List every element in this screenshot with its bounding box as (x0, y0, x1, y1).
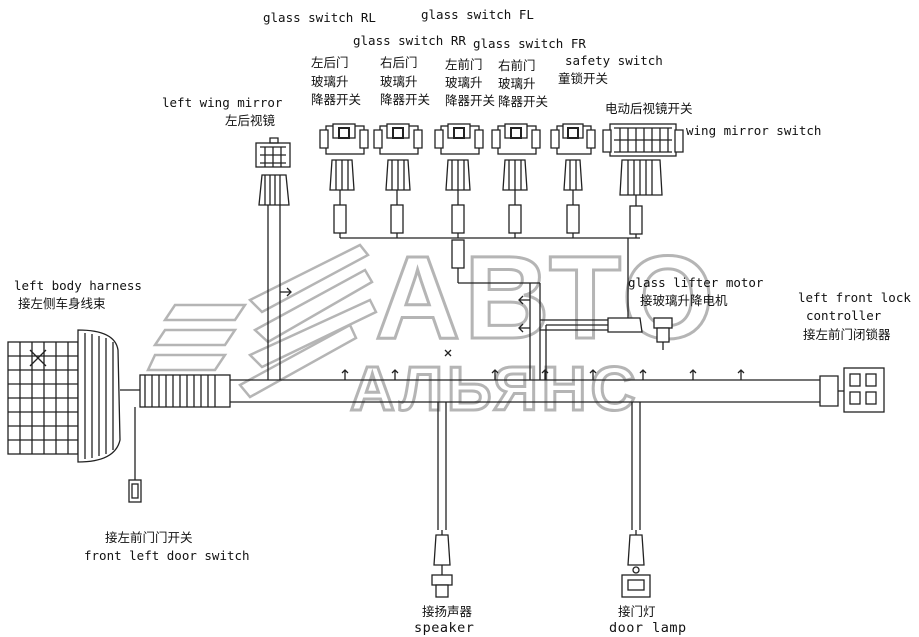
label-glass-switch-rl: glass switch RL (263, 10, 376, 25)
watermark: АВТО АЛЬЯНС (146, 231, 718, 426)
label-rl-cn-1: 左后门 (311, 55, 349, 70)
wires (7, 123, 885, 598)
label-glass-lifter-motor-cn: 接玻璃升降电机 (640, 293, 728, 308)
watermark-logo (146, 243, 378, 399)
label-front-left-door-switch-cn: 接左前门门开关 (105, 530, 193, 545)
label-rr-cn-1: 右后门 (380, 55, 418, 70)
label-left-body-harness: left body harness (14, 278, 142, 293)
switch-rl-connector (319, 123, 369, 234)
label-left-front-lock-1: left front lock (798, 290, 911, 305)
label-left-front-lock-2: controller (806, 308, 882, 323)
label-glass-lifter-motor: glass lifter motor (628, 275, 764, 290)
label-left-front-lock-cn: 接左前门闭锁器 (803, 327, 891, 342)
label-rl-cn-2: 玻璃升 (311, 74, 349, 89)
label-speaker-cn: 接扬声器 (422, 604, 473, 619)
label-front-left-door-switch: front left door switch (84, 548, 250, 563)
watermark-line1: АВТО (375, 232, 718, 364)
label-door-lamp-cn: 接门灯 (618, 604, 656, 619)
label-speaker: speaker (414, 620, 475, 636)
label-safety-switch: safety switch (565, 53, 663, 68)
switch-fr-connector (491, 123, 541, 234)
label-safety-switch-cn: 童锁开关 (558, 71, 609, 86)
label-left-wing-mirror: left wing mirror (162, 95, 283, 110)
label-left-body-harness-cn: 接左侧车身线束 (18, 296, 106, 311)
label-fr-cn-2: 玻璃升 (498, 76, 536, 91)
label-left-wing-mirror-cn: 左后视镜 (225, 113, 276, 128)
label-rr-cn-2: 玻璃升 (380, 74, 418, 89)
label-fl-cn-2: 玻璃升 (445, 75, 483, 90)
switch-fl-connector (434, 123, 484, 234)
watermark-line2: АЛЬЯНС (350, 355, 639, 424)
label-door-lamp: door lamp (609, 620, 687, 636)
label-fr-cn-1: 右前门 (498, 58, 536, 73)
label-rr-cn-3: 降器开关 (380, 92, 431, 107)
label-fr-cn-3: 降器开关 (498, 94, 549, 109)
label-mirror-switch-cn: 电动后视镜开关 (605, 101, 693, 116)
label-fl-cn-1: 左前门 (445, 57, 483, 72)
switch-rr-connector (373, 123, 423, 234)
label-wing-mirror-switch: wing mirror switch (686, 123, 822, 138)
label-glass-switch-rr: glass switch RR (353, 33, 466, 48)
label-glass-switch-fl: glass switch FL (421, 7, 534, 22)
label-fl-cn-3: 降器开关 (445, 93, 496, 108)
label-rl-cn-3: 降器开关 (311, 92, 362, 107)
safety-switch-connector (550, 123, 596, 234)
label-glass-switch-fr: glass switch FR (473, 36, 586, 51)
